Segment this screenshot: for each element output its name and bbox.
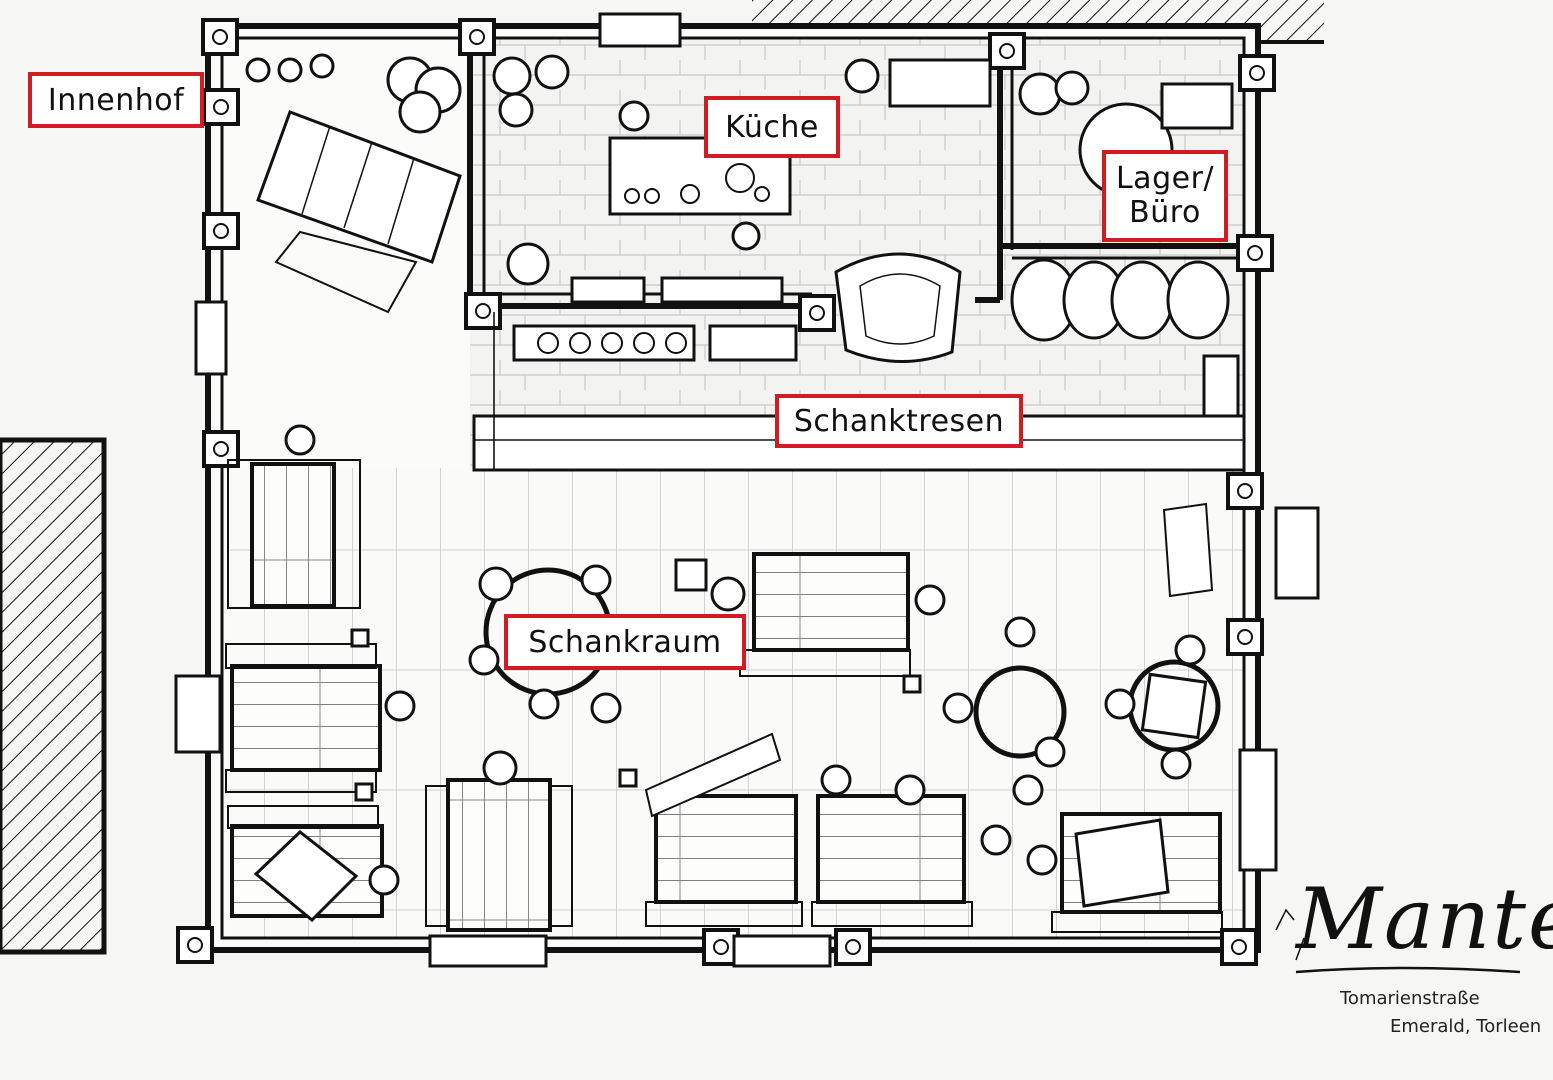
room-label-innenhof: Innenhof <box>28 72 204 128</box>
address-city: Emerald, Torleen <box>1390 1016 1542 1037</box>
room-label-schankraum: Schankraum <box>504 614 746 670</box>
room-label-kueche: Küche <box>704 96 840 158</box>
room-label-lager-buero: Lager/ Büro <box>1102 150 1228 242</box>
address-street: Tomarienstraße <box>1340 988 1480 1009</box>
room-label-schanktresen: Schanktresen <box>775 394 1023 448</box>
map-title: Mantel <box>1296 870 1553 968</box>
